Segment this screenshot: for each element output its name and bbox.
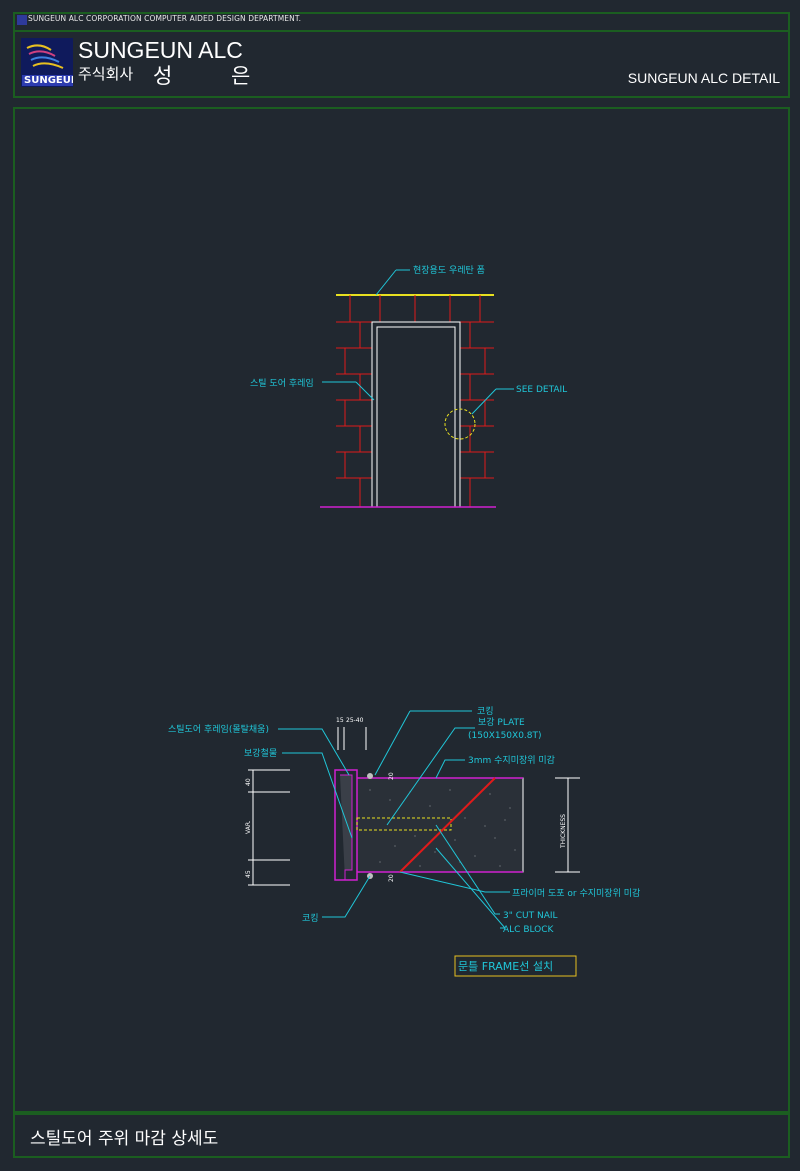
label-caulking-bottom: 코킹 — [302, 912, 319, 924]
thickness-dim: THICKNESS — [560, 814, 567, 849]
header-divider — [13, 30, 790, 32]
cut-nail — [399, 777, 496, 873]
label-finish-top: 3mm 수지미장위 미감 — [468, 754, 555, 766]
brand-korean-prefix: 주식회사 — [78, 65, 134, 83]
dim-45: 45 — [245, 870, 252, 878]
label-cut-nail: 3" CUT NAIL — [503, 911, 558, 921]
logo-wordmark: SUNGEUN — [22, 75, 73, 86]
label-reinforcement: 보강철물 — [244, 748, 277, 759]
dim-25-40: 25-40 — [346, 717, 364, 724]
detail-title: SUNGEUN ALC DETAIL — [627, 70, 780, 86]
label-see-detail: SEE DETAIL — [516, 385, 567, 395]
label-frame-mortar: 스틸도어 후레임(몰탈채움) — [168, 723, 269, 735]
dim-40: 40 — [245, 778, 252, 786]
label-door-frame: 스틸 도어 후레임 — [250, 377, 314, 389]
reinforcing-plate — [356, 817, 452, 831]
brand-name: SUNGEUN ALC — [78, 37, 243, 63]
detail-callout-circle — [444, 408, 476, 440]
cad-icon — [17, 15, 27, 25]
alc-block — [356, 777, 524, 873]
header-frame — [13, 12, 790, 98]
caulk-top — [367, 773, 373, 779]
label-plate: 보강 PLATE — [478, 717, 525, 728]
note-box — [454, 955, 577, 977]
steel-door-frame — [334, 769, 358, 881]
label-caulking-top: 코킹 — [477, 705, 494, 717]
label-finish-bottom: 프라이머 도포 or 수지미장위 미감 — [512, 887, 640, 899]
drawing-title: 스틸도어 주위 마감 상세도 — [30, 1129, 219, 1149]
brick-wall — [336, 295, 494, 507]
label-plate-size: (150X150X0.8T) — [468, 731, 542, 741]
dim-20-bottom: 20 — [388, 874, 395, 882]
section-detail: THICKNESS 40 VAR. 45 15 25-40 20 20 스틸도 — [168, 705, 640, 977]
department-line: SUNGEUN ALC CORPORATION COMPUTER AIDED D… — [28, 14, 302, 23]
dim-20-top: 20 — [388, 772, 395, 780]
label-alc-block: ALC BLOCK — [503, 925, 555, 935]
door-elevation: 현장용도 우레탄 폼 스틸 도어 후레임 SEE DETAIL — [250, 265, 567, 508]
dim-15: 15 — [336, 717, 344, 724]
footer-frame — [13, 1113, 790, 1158]
door-frame — [371, 321, 461, 508]
mortar-fill — [340, 774, 353, 880]
brand-korean-name: 성 은 — [153, 64, 277, 88]
label-urethane-foam: 현장용도 우레탄 폼 — [413, 265, 485, 276]
company-logo: SUNGEUN — [21, 38, 73, 87]
dim-var: VAR. — [245, 820, 252, 834]
note-frame-install: 문틀 FRAME선 설치 — [458, 960, 553, 973]
drawing-frame — [13, 107, 790, 1113]
